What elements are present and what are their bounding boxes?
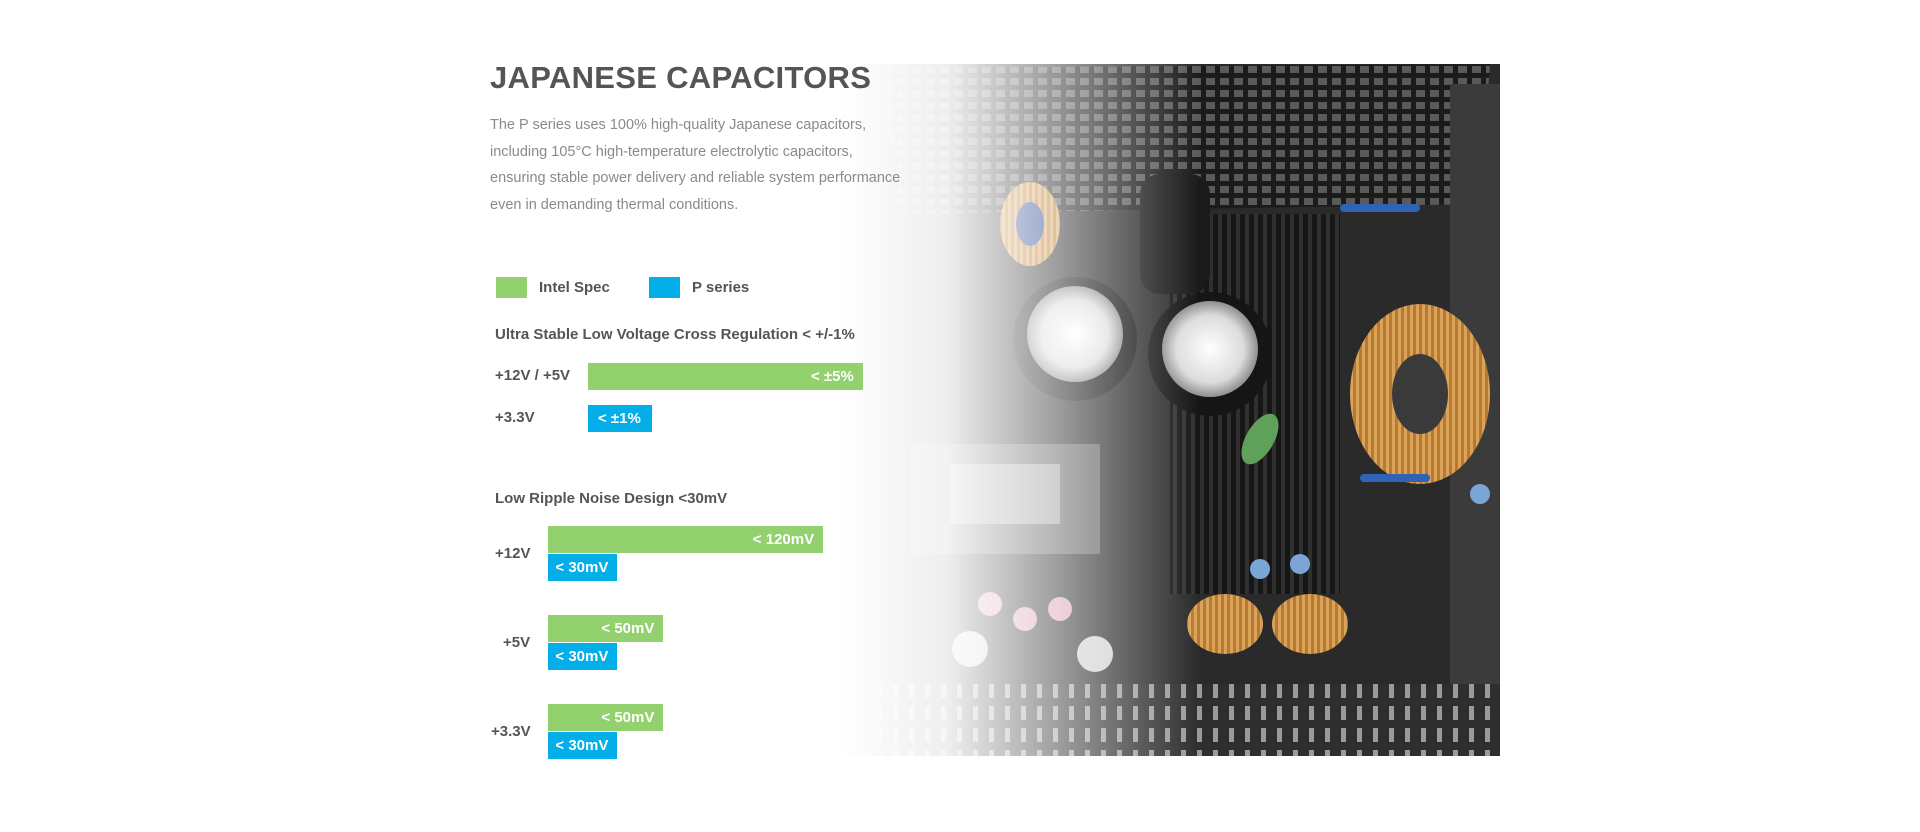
page-description: The P series uses 100% high-quality Japa…	[490, 117, 901, 213]
bar-p-series-5v	[548, 643, 617, 670]
bar-p-series-12v	[548, 554, 617, 581]
bar-intel-spec-5v	[548, 615, 663, 642]
psu-circuit-board-illustration	[840, 64, 1500, 756]
bar-intel-spec-12v	[548, 526, 823, 553]
bar-p-series-3-3v	[548, 732, 617, 759]
bar-label-p-series-3-3v: < ±1%	[598, 410, 641, 427]
legend-label-intel-spec: Intel Spec	[539, 279, 610, 296]
legend-label-p-series: P series	[692, 279, 750, 296]
row-label-5v: +5V	[503, 634, 531, 651]
bar-label-p-series-5v: < 30mV	[555, 648, 609, 665]
bar-label-p-series-12v: < 30mV	[555, 559, 609, 576]
row-label-12v-5v: +12V / +5V	[495, 367, 571, 384]
page-title: JAPANESE CAPACITORS	[490, 60, 872, 95]
bar-label-intel-spec-12v: < 120mV	[752, 531, 815, 548]
legend-item-p-series: P series	[649, 277, 749, 298]
row-label-12v: +12V	[495, 545, 531, 562]
bar-label-p-series-3-3v: < 30mV	[555, 737, 609, 754]
chart-title-cross-regulation: Ultra Stable Low Voltage Cross Regulatio…	[495, 326, 855, 343]
psu-circuit-board-photo	[840, 64, 1500, 756]
bar-intel-spec-12v-5v	[588, 363, 863, 390]
chart-title-ripple-noise: Low Ripple Noise Design <30mV	[495, 490, 728, 507]
bar-label-intel-spec-12v-5v: < ±5%	[811, 368, 854, 385]
row-label-3-3v: +3.3V	[491, 723, 531, 740]
bar-intel-spec-3-3v	[548, 704, 663, 731]
bar-p-series-3-3v	[588, 405, 652, 432]
legend-swatch-p-series	[649, 277, 680, 298]
bar-label-intel-spec-3-3v: < 50mV	[601, 709, 655, 726]
legend-item-intel-spec: Intel Spec	[496, 277, 610, 298]
row-label-3-3v: +3.3V	[495, 409, 535, 426]
bar-label-intel-spec-5v: < 50mV	[601, 620, 655, 637]
legend-swatch-intel-spec	[496, 277, 527, 298]
